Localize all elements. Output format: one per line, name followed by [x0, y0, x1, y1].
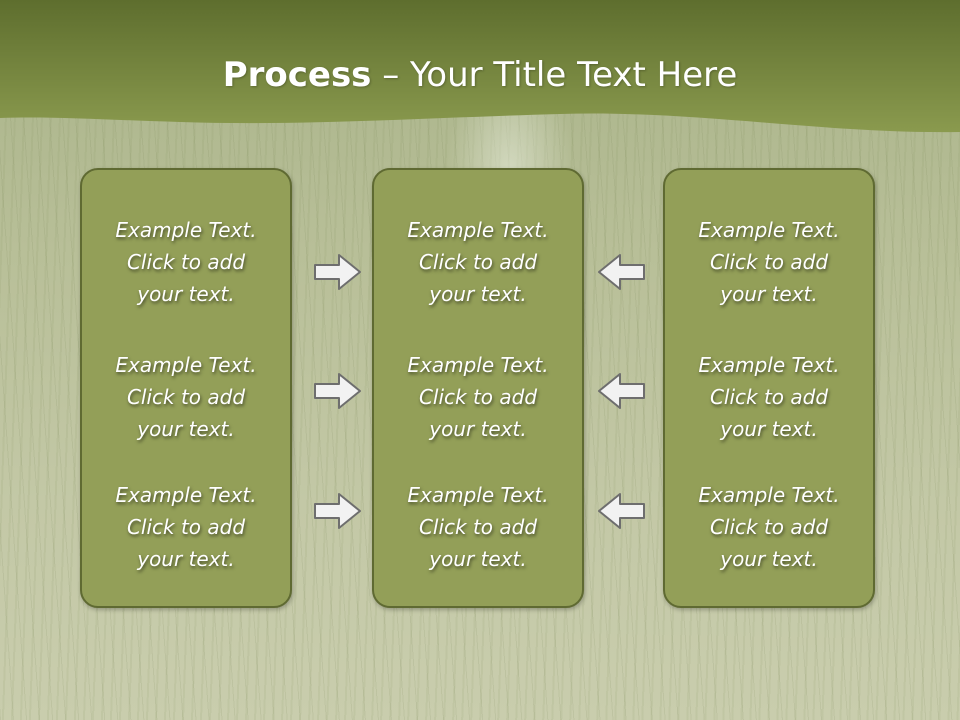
- arrow-right-icon[interactable]: [313, 371, 363, 411]
- text-line: your text.: [429, 547, 527, 571]
- text-line: your text.: [720, 547, 818, 571]
- text-line: Example Text.: [407, 483, 549, 507]
- text-line: your text.: [429, 282, 527, 306]
- arrow-right-icon[interactable]: [313, 491, 363, 531]
- title-rest: – Your Title Text Here: [371, 55, 738, 95]
- text-line: Example Text.: [698, 353, 840, 377]
- text-placeholder[interactable]: Example Text. Click to add your text.: [82, 214, 290, 310]
- text-placeholder[interactable]: Example Text. Click to add your text.: [82, 479, 290, 575]
- text-placeholder[interactable]: Example Text. Click to add your text.: [665, 479, 873, 575]
- header-band: [0, 0, 960, 133]
- text-line: Click to add: [418, 385, 538, 409]
- text-line: Click to add: [126, 250, 246, 274]
- arrow-left-icon[interactable]: [596, 491, 646, 531]
- center-panel: Example Text. Click to add your text. Ex…: [372, 168, 584, 608]
- text-placeholder[interactable]: Example Text. Click to add your text.: [665, 349, 873, 445]
- arrow-right-icon[interactable]: [313, 252, 363, 292]
- text-line: Example Text.: [407, 218, 549, 242]
- text-placeholder[interactable]: Example Text. Click to add your text.: [374, 214, 582, 310]
- text-line: your text.: [720, 417, 818, 441]
- right-panel: Example Text. Click to add your text. Ex…: [663, 168, 875, 608]
- text-line: your text.: [137, 547, 235, 571]
- text-line: Click to add: [418, 250, 538, 274]
- text-line: Example Text.: [115, 483, 257, 507]
- text-line: Example Text.: [115, 218, 257, 242]
- text-placeholder[interactable]: Example Text. Click to add your text.: [374, 479, 582, 575]
- arrow-left-icon[interactable]: [596, 371, 646, 411]
- text-line: Click to add: [709, 515, 829, 539]
- text-placeholder[interactable]: Example Text. Click to add your text.: [374, 349, 582, 445]
- text-line: your text.: [137, 417, 235, 441]
- text-placeholder[interactable]: Example Text. Click to add your text.: [82, 349, 290, 445]
- text-line: your text.: [429, 417, 527, 441]
- text-line: Example Text.: [698, 483, 840, 507]
- arrow-left-icon[interactable]: [596, 252, 646, 292]
- text-line: Click to add: [418, 515, 538, 539]
- text-line: Click to add: [709, 250, 829, 274]
- text-line: your text.: [720, 282, 818, 306]
- text-line: Example Text.: [115, 353, 257, 377]
- text-line: Click to add: [126, 385, 246, 409]
- text-line: Example Text.: [407, 353, 549, 377]
- text-line: Click to add: [709, 385, 829, 409]
- left-panel: Example Text. Click to add your text. Ex…: [80, 168, 292, 608]
- text-line: Example Text.: [698, 218, 840, 242]
- slide-title[interactable]: Process – Your Title Text Here: [0, 52, 960, 98]
- title-bold: Process: [222, 55, 372, 95]
- text-line: your text.: [137, 282, 235, 306]
- text-placeholder[interactable]: Example Text. Click to add your text.: [665, 214, 873, 310]
- text-line: Click to add: [126, 515, 246, 539]
